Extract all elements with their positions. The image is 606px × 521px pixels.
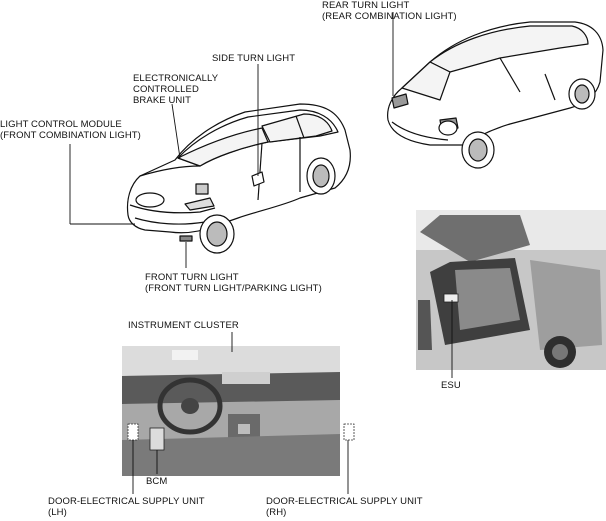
leader-lines	[69, 12, 453, 494]
front-car-illustration	[126, 103, 351, 254]
instrument-panel-photo	[122, 346, 355, 476]
door-supply-unit-lh-label: DOOR-ELECTRICAL SUPPLY UNIT (LH)	[48, 496, 205, 518]
bcm-label: BCM	[146, 476, 168, 487]
rear-car-illustration	[387, 21, 604, 169]
esu-label: ESU	[441, 380, 461, 391]
brake-unit-label: ELECTRONICALLY CONTROLLED BRAKE UNIT	[133, 73, 219, 106]
tailgate-photo	[416, 210, 606, 370]
door-supply-unit-rh-label: DOOR-ELECTRICAL SUPPLY UNIT (RH)	[266, 496, 423, 518]
light-control-module-label: LIGHT CONTROL MODULE (FRONT COMBINATION …	[0, 119, 141, 141]
side-turn-light-label: SIDE TURN LIGHT	[212, 53, 296, 64]
rear-turn-light-label: REAR TURN LIGHT (REAR COMBINATION LIGHT)	[322, 0, 457, 22]
front-turn-light-label: FRONT TURN LIGHT (FRONT TURN LIGHT/PARKI…	[145, 272, 322, 294]
instrument-cluster-label: INSTRUMENT CLUSTER	[128, 320, 239, 331]
